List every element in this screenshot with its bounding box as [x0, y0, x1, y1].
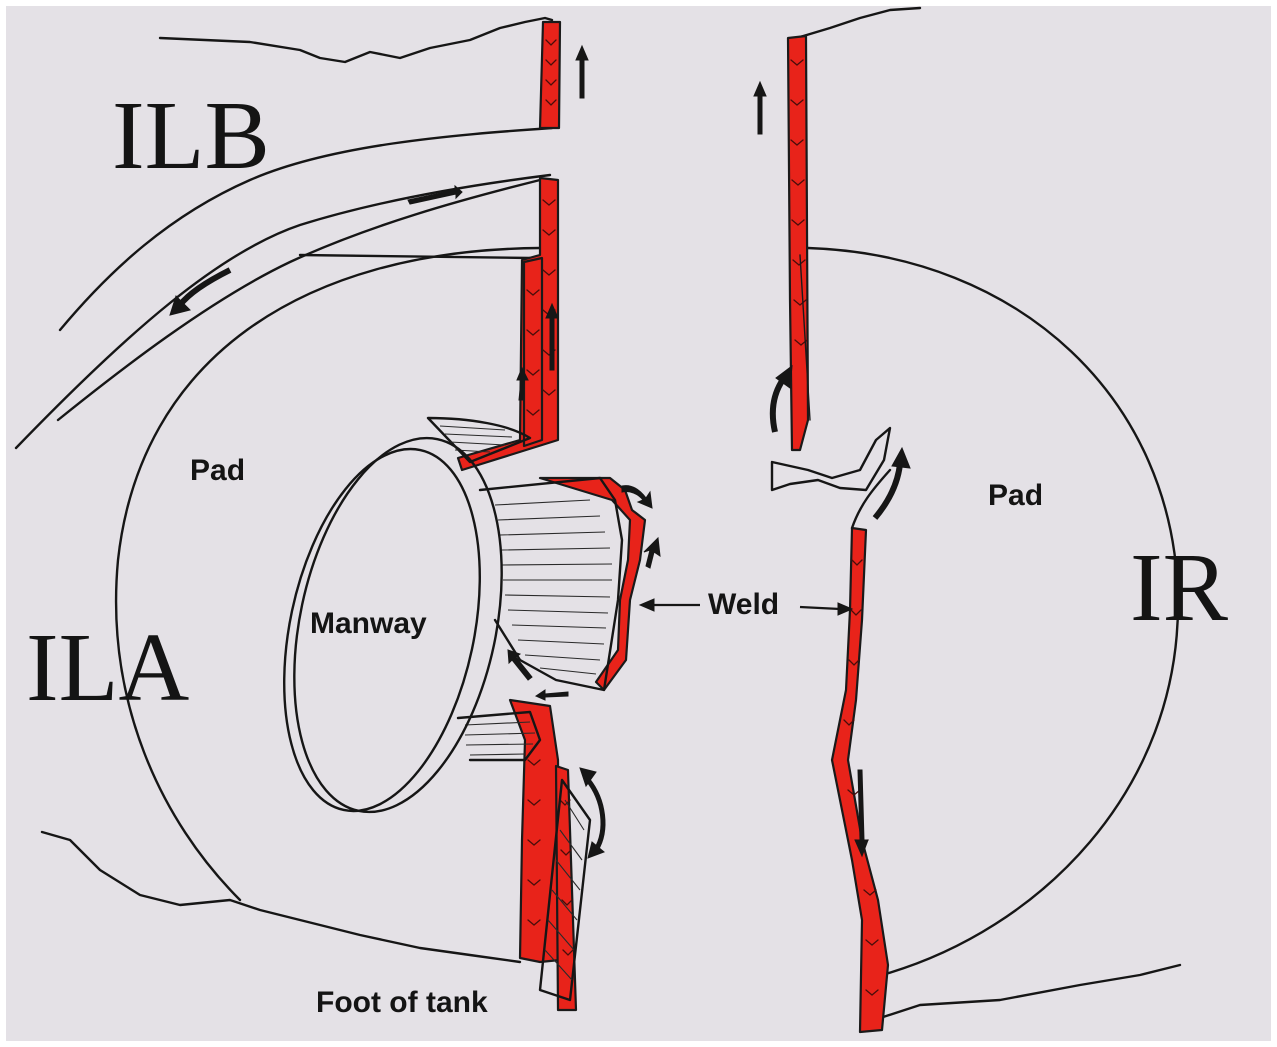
weld-strip-left-middle-b	[524, 258, 542, 446]
weld-strip-right-top	[788, 36, 808, 450]
label-ilb: ILB	[112, 82, 270, 190]
label-pad-left: Pad	[190, 454, 245, 487]
label-weld: Weld	[708, 588, 779, 621]
label-manway: Manway	[310, 607, 427, 640]
label-ir: IR	[1130, 534, 1229, 642]
label-foot-of-tank: Foot of tank	[316, 986, 488, 1019]
weld-strip-left-top	[540, 22, 560, 128]
label-ila: ILA	[26, 614, 189, 722]
label-pad-right: Pad	[988, 479, 1043, 512]
